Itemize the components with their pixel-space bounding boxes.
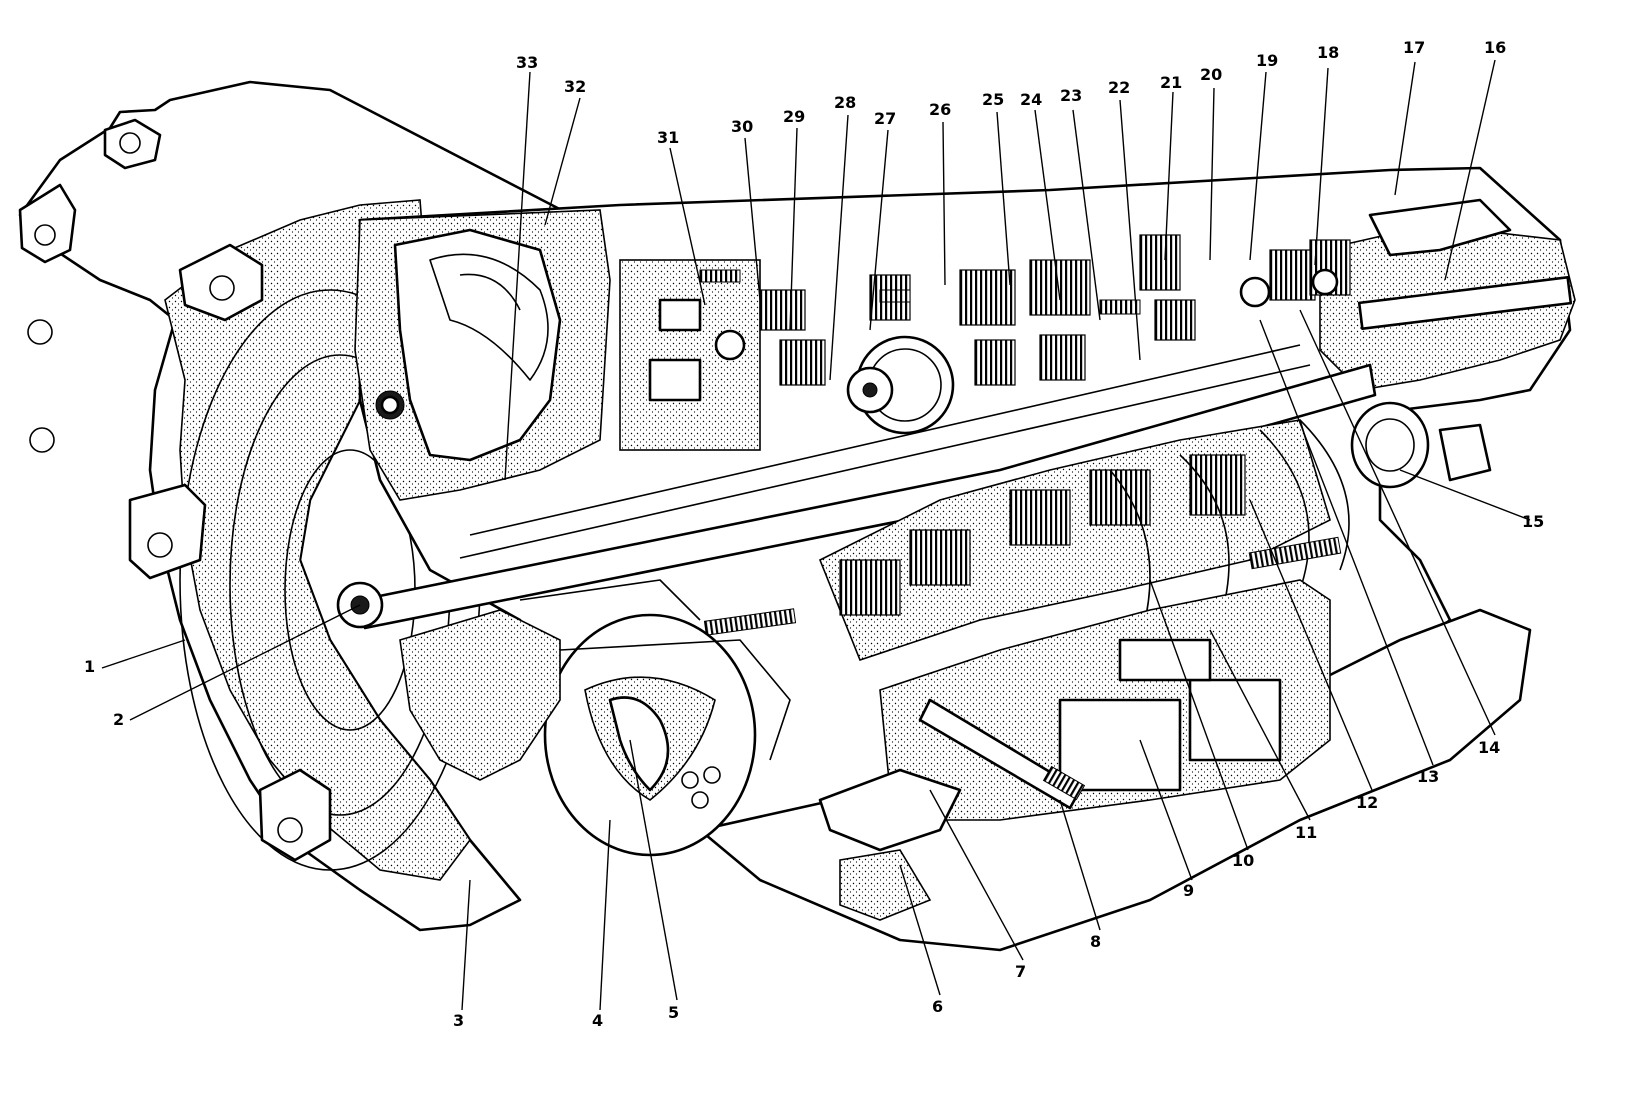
callout-32: 32 bbox=[564, 77, 586, 96]
callout-1: 1 bbox=[84, 657, 95, 676]
callout-30: 30 bbox=[731, 117, 753, 136]
callout-13: 13 bbox=[1417, 767, 1439, 786]
oil-filter bbox=[839, 849, 932, 921]
callout-27: 27 bbox=[874, 109, 896, 128]
callout-9: 9 bbox=[1183, 881, 1194, 900]
callout-4: 4 bbox=[592, 1011, 603, 1030]
callout-21: 21 bbox=[1160, 73, 1182, 92]
callout-25: 25 bbox=[982, 90, 1004, 109]
mounting-ears bbox=[18, 118, 332, 862]
input-shaft bbox=[358, 363, 1377, 630]
pump-rotor bbox=[429, 253, 549, 381]
pump-body-cut bbox=[393, 228, 562, 462]
lower-clutch-row bbox=[818, 419, 1350, 661]
callout-5: 5 bbox=[668, 1003, 679, 1022]
callout-15: 15 bbox=[1522, 512, 1544, 531]
callout-26: 26 bbox=[929, 100, 951, 119]
callout-10: 10 bbox=[1232, 851, 1254, 870]
callout-7: 7 bbox=[1015, 962, 1026, 981]
transmission-drawing bbox=[18, 80, 1576, 952]
callout-12: 12 bbox=[1356, 793, 1378, 812]
callout-2: 2 bbox=[113, 710, 124, 729]
callout-11: 11 bbox=[1295, 823, 1317, 842]
callout-22: 22 bbox=[1108, 78, 1130, 97]
callout-leaders bbox=[101, 59, 1531, 1011]
manual-valve-rod bbox=[918, 698, 1082, 810]
upper-clutch-row bbox=[619, 234, 1351, 451]
callout-6: 6 bbox=[932, 997, 943, 1016]
callout-17: 17 bbox=[1403, 38, 1425, 57]
callout-20: 20 bbox=[1200, 65, 1222, 84]
modulator bbox=[1350, 401, 1430, 489]
callout-16: 16 bbox=[1484, 38, 1506, 57]
callout-29: 29 bbox=[783, 107, 805, 126]
callout-31: 31 bbox=[657, 128, 679, 147]
callout-23: 23 bbox=[1060, 86, 1082, 105]
stator-blade bbox=[608, 696, 670, 792]
callout-labels: 1 2 3 4 5 6 7 8 9 10 11 12 13 14 15 16 1… bbox=[84, 38, 1544, 1030]
callout-33: 33 bbox=[516, 53, 538, 72]
callout-8: 8 bbox=[1090, 932, 1101, 951]
callout-19: 19 bbox=[1256, 51, 1278, 70]
callout-14: 14 bbox=[1478, 738, 1500, 757]
detent-lever bbox=[818, 768, 962, 852]
callout-18: 18 bbox=[1317, 43, 1339, 62]
callout-3: 3 bbox=[453, 1011, 464, 1030]
callout-28: 28 bbox=[834, 93, 856, 112]
bell-housing-face bbox=[164, 199, 471, 881]
output-shaft bbox=[1357, 276, 1573, 330]
callout-24: 24 bbox=[1020, 90, 1042, 109]
extension-boss bbox=[1368, 198, 1512, 257]
